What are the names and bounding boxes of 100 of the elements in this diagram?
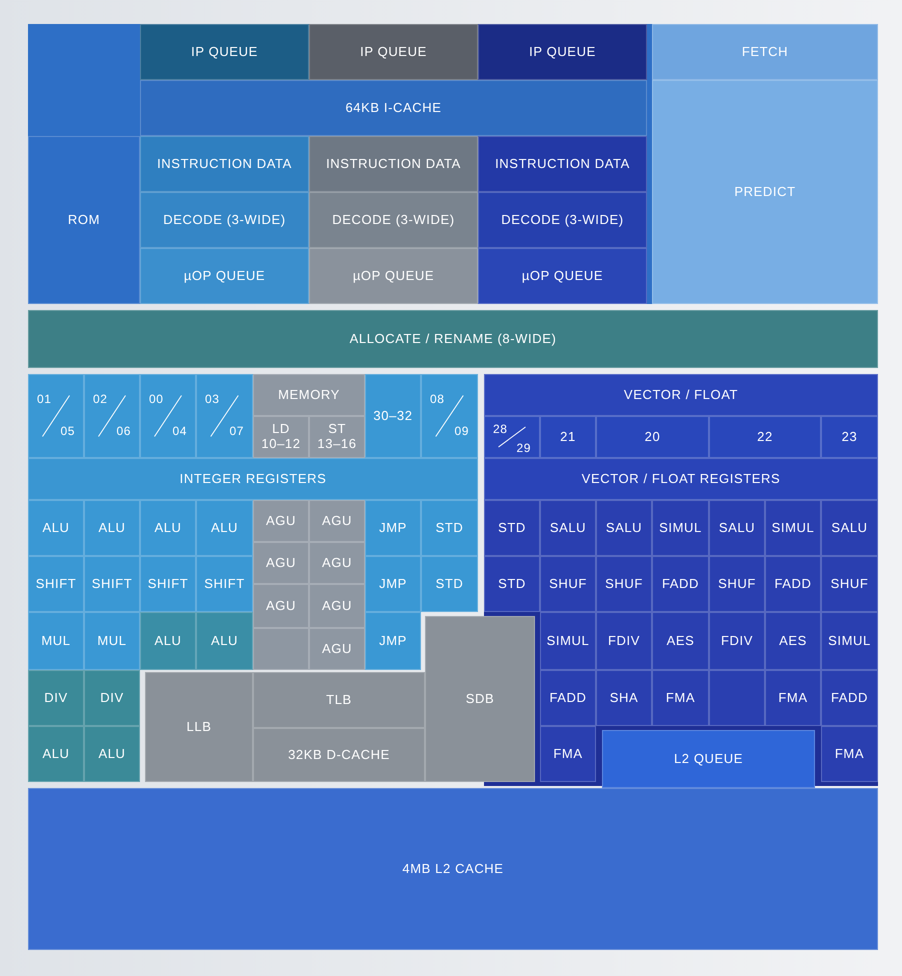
unit-block: JMP (365, 612, 421, 670)
unit-block: AGU (309, 542, 365, 584)
unit-block: FADD (821, 670, 878, 726)
unit-block: 32KB D-CACHE (253, 728, 425, 782)
unit-block: FADD (652, 556, 709, 612)
unit-block: JMP (365, 556, 421, 612)
unit-block: AGU (309, 628, 365, 670)
unit-block: ALLOCATE / RENAME (8-WIDE) (28, 310, 878, 368)
unit-block: FMA (540, 726, 596, 782)
port-number: 08 (430, 392, 445, 405)
unit-block: MEMORY (253, 374, 365, 416)
unit-block: ALU (140, 612, 196, 670)
unit-block: DECODE (3-WIDE) (140, 192, 309, 248)
unit-block: SHIFT (28, 556, 84, 612)
unit-block: STD (484, 500, 540, 556)
unit-block: ALU (196, 500, 253, 556)
unit-block: AGU (253, 584, 309, 628)
unit-block: SIMUL (765, 500, 821, 556)
unit-block: AGU (253, 500, 309, 542)
unit-block: JMP (365, 500, 421, 556)
port-number: 05 (60, 425, 75, 438)
unit-block: SALU (540, 500, 596, 556)
port-number: 04 (172, 425, 187, 438)
port-number: 07 (229, 425, 244, 438)
port-number: 03 (205, 392, 220, 405)
unit-block: STD (421, 500, 478, 556)
unit-block: SHA (596, 670, 652, 726)
unit-block: 4MB L2 CACHE (28, 788, 878, 950)
unit-block: SDB (425, 616, 535, 782)
unit-block: LLB (145, 672, 253, 782)
unit-block: 64KB I-CACHE (140, 80, 647, 136)
unit-block: IP QUEUE (140, 24, 309, 80)
unit-block: SALU (709, 500, 765, 556)
unit-block: SHIFT (196, 556, 253, 612)
unit-block: INSTRUCTION DATA (140, 136, 309, 192)
unit-block: FMA (765, 670, 821, 726)
execution-port-block (28, 374, 84, 458)
unit-block: FADD (540, 670, 596, 726)
unit-block: VECTOR / FLOAT (484, 374, 878, 416)
unit-block: DIV (84, 670, 140, 726)
port-number: 28 (493, 422, 508, 435)
execution-port-block (84, 374, 140, 458)
unit-block: SHUF (596, 556, 652, 612)
unit-block: L2 QUEUE (602, 730, 815, 788)
unit-block: 22 (709, 416, 821, 458)
port-number: 01 (37, 392, 52, 405)
unit-block: ALU (28, 500, 84, 556)
unit-block: SALU (821, 500, 878, 556)
unit-block: 23 (821, 416, 878, 458)
unit-block: STD (421, 556, 478, 612)
unit-block: SHUF (709, 556, 765, 612)
unit-block: µOP QUEUE (309, 248, 478, 304)
unit-block: FETCH (652, 24, 878, 80)
unit-block: ST 13–16 (309, 416, 365, 458)
unit-block: FADD (765, 556, 821, 612)
unit-block: ALU (196, 612, 253, 670)
unit-block: FMA (652, 670, 709, 726)
execution-port-block (140, 374, 196, 458)
unit-block: 20 (596, 416, 709, 458)
execution-port-block (196, 374, 253, 458)
unit-block: ALU (28, 726, 84, 782)
unit-block: VECTOR / FLOAT REGISTERS (484, 458, 878, 500)
execution-port-block (421, 374, 478, 458)
port-number: 02 (93, 392, 108, 405)
port-number: 06 (116, 425, 131, 438)
unit-block: FDIV (596, 612, 652, 670)
unit-block: ALU (84, 726, 140, 782)
unit-block: SHIFT (140, 556, 196, 612)
unit-block: INTEGER REGISTERS (28, 458, 478, 500)
unit-block: SIMUL (652, 500, 709, 556)
unit-block: SHUF (821, 556, 878, 612)
unit-block: PREDICT (652, 80, 878, 304)
port-number: 09 (454, 425, 469, 438)
unit-block: MUL (84, 612, 140, 670)
unit-block: SALU (596, 500, 652, 556)
unit-block: ALU (84, 500, 140, 556)
unit-block: SIMUL (821, 612, 878, 670)
unit-block: AES (652, 612, 709, 670)
unit-block: LD 10–12 (253, 416, 309, 458)
port-number: 00 (149, 392, 164, 405)
unit-block: FDIV (709, 612, 765, 670)
execution-port-block (484, 416, 540, 458)
unit-block: 30–32 (365, 374, 421, 458)
unit-block: INSTRUCTION DATA (478, 136, 647, 192)
unit-block: AGU (253, 542, 309, 584)
unit-block: AES (765, 612, 821, 670)
unit-block: IP QUEUE (478, 24, 647, 80)
unit-block: FMA (821, 726, 878, 782)
unit-block: TLB (253, 672, 425, 728)
unit-block: INSTRUCTION DATA (309, 136, 478, 192)
unit-block: SHIFT (84, 556, 140, 612)
unit-block: DECODE (3-WIDE) (309, 192, 478, 248)
port-number: 29 (516, 442, 531, 454)
unit-block: IP QUEUE (309, 24, 478, 80)
unit-block: µOP QUEUE (140, 248, 309, 304)
unit-block: SIMUL (540, 612, 596, 670)
unit-block: ROM (28, 136, 140, 304)
unit-block: 21 (540, 416, 596, 458)
unit-block: DECODE (3-WIDE) (478, 192, 647, 248)
unit-block: AGU (309, 500, 365, 542)
